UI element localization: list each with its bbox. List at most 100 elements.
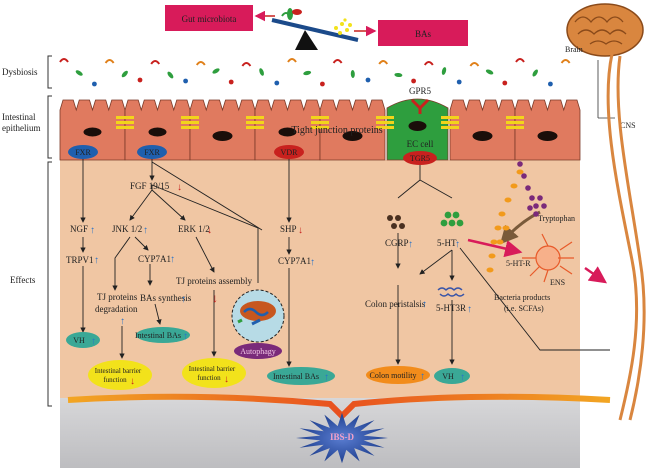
tight-junction-strand	[116, 116, 134, 119]
tj-degradation-label-2: degradation	[95, 304, 138, 314]
cell-nucleus	[472, 131, 493, 141]
shp-down-arrow: ↓	[298, 225, 303, 236]
microbe-rod	[303, 70, 312, 76]
cell-nucleus	[148, 127, 167, 137]
fxr-receptor-1	[68, 145, 98, 159]
barrier-2-label-2: function	[197, 374, 221, 382]
brain-icon	[566, 3, 644, 57]
microbe-rod	[75, 70, 83, 76]
gpr5-receptor	[410, 98, 430, 114]
erk-label: ERK 1/2	[178, 224, 210, 234]
tight-junction-strand	[506, 116, 524, 119]
tryptophan-dot	[533, 203, 539, 209]
tgr5-label: TGR5	[410, 154, 430, 163]
tight-junction-label: Tight junction proteins	[291, 125, 382, 136]
fxr-label-1: FXR	[75, 148, 91, 157]
fgf-label: FGF 19/15	[130, 181, 170, 191]
tj-degradation-label-1: TJ proteins	[97, 292, 138, 302]
microbe-coccus	[411, 78, 416, 84]
barrier-2-badge	[182, 358, 246, 388]
cns-label: CNS	[620, 121, 636, 130]
microbe-rod	[212, 68, 220, 74]
cell-nucleus	[83, 127, 102, 137]
microbe-curve	[104, 59, 115, 64]
microbe-curve	[287, 58, 297, 63]
bacteria-product-dot	[510, 183, 518, 189]
microbe-coccus	[92, 81, 97, 87]
vh-left-up-arrow: ↑	[91, 336, 96, 347]
tight-junction-strand	[246, 126, 264, 129]
vdr-label: VDR	[281, 148, 299, 157]
microbe-curve	[515, 58, 525, 63]
microbe-coccus	[548, 81, 553, 87]
intestinal-bas-right-label: Intestinal BAs	[273, 372, 319, 381]
label-dysbiosis: Dysbiosis	[2, 67, 38, 77]
five-ht-label: 5-HT	[437, 238, 457, 248]
barrier-1-badge	[88, 360, 152, 390]
fxr-label-2: FXR	[144, 148, 160, 157]
cyp7a1-right-label: CYP7A1	[278, 256, 311, 266]
microbe-curve	[195, 61, 206, 66]
fxr-receptor-2	[137, 145, 167, 159]
ngf-up-arrow: ↑	[90, 225, 95, 236]
colon-motility-up-arrow: ↑	[420, 371, 425, 382]
vh-right-badge	[434, 368, 470, 384]
epithelial-cell	[319, 99, 386, 161]
tryptophan-label: Tryptophan	[538, 214, 575, 223]
tight-junction-strand	[376, 116, 394, 119]
tight-junction-strand	[181, 116, 199, 119]
left-brackets	[47, 55, 52, 407]
epithelial-cell	[189, 99, 256, 161]
microbe-rod	[121, 70, 128, 78]
effects-background	[60, 160, 580, 398]
microbe-coccus	[365, 77, 371, 83]
vh-left-label: VH	[73, 336, 85, 345]
label-effects: Effects	[10, 275, 36, 285]
microbe-coccus	[228, 79, 234, 85]
microbe-curve	[241, 62, 252, 67]
colon-peristalsis-label: Colon peristalsis	[365, 299, 426, 309]
fgf-down-arrow: ↓	[177, 182, 182, 193]
jnk-up-arrow: ↑	[143, 225, 148, 236]
shp-label: SHP	[280, 224, 297, 234]
microbe-curve	[423, 61, 434, 66]
microbe-rod	[532, 69, 538, 77]
arrow-ens-to-cns	[584, 266, 608, 284]
ec-cell-nucleus	[408, 121, 427, 131]
microbe-rod	[350, 70, 355, 78]
cgrp-label: CGRP	[385, 238, 409, 248]
tight-junction-strand	[181, 126, 199, 129]
cell-nucleus	[278, 127, 297, 137]
barrier-1-label-1: Intestinal barrier	[95, 367, 142, 375]
five-ht-up-arrow: ↑	[455, 239, 460, 250]
pathway-lines	[80, 159, 610, 367]
tight-junction-strand	[116, 126, 134, 129]
microbe-rod	[259, 68, 264, 76]
gut-microbiota-box	[165, 5, 253, 31]
tight-junction-strand	[181, 121, 199, 124]
bacteria-product-dot	[498, 211, 506, 217]
five-ht3r-label: 5-HT3R	[436, 303, 466, 313]
barrier-1-down-arrow: ↓	[130, 376, 135, 387]
bacteria-products-label-1: Bacteria products	[494, 293, 550, 302]
intestinal-bas-left-label: Intestinal BAs	[135, 331, 181, 340]
seesaw-fulcrum	[295, 30, 318, 50]
cell-nucleus	[212, 131, 233, 141]
tight-junction-strand	[441, 126, 459, 129]
microbe-curve	[560, 59, 571, 64]
tryptophan-dot	[525, 185, 531, 191]
bacteria-product-dot	[494, 225, 502, 231]
epithelial-cell	[514, 99, 581, 161]
erk-down-arrow: ↓	[207, 225, 212, 236]
tight-junction-strand	[441, 121, 459, 124]
tryptophan-dot	[527, 205, 533, 211]
ngf-label: NGF	[70, 224, 88, 234]
colon-motility-badge	[366, 366, 430, 384]
bacteria-product-dot	[502, 225, 510, 231]
autophagy-cell-icon	[231, 289, 285, 343]
spinal-cord	[606, 53, 639, 421]
ibs-d-star	[296, 412, 388, 464]
ens-neuron-icon	[522, 233, 574, 283]
tgr5-receptor	[403, 151, 437, 165]
